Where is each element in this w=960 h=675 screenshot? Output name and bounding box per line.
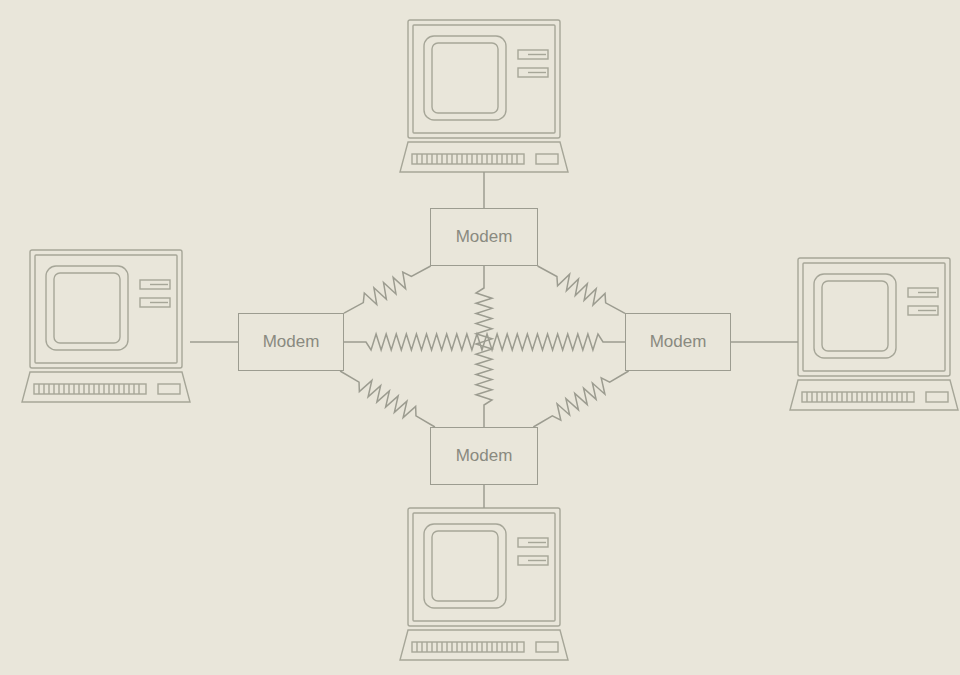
node-label: Modem	[456, 227, 513, 247]
modem-box: Modem	[430, 208, 538, 266]
computer-terminal	[400, 508, 568, 660]
modem-box: Modem	[430, 427, 538, 485]
zigzag-link	[538, 266, 625, 313]
zigzag-link	[476, 266, 492, 427]
modem-box: Modem	[238, 313, 344, 371]
modem-box: Modem	[625, 313, 731, 371]
terminal-cable	[483, 485, 485, 508]
terminal-cable	[730, 341, 798, 343]
node-label: Modem	[650, 332, 707, 352]
zigzag-link	[533, 371, 628, 427]
computer-terminal	[22, 250, 190, 402]
computer-terminal	[790, 258, 958, 410]
node-label: Modem	[263, 332, 320, 352]
terminal-cable	[483, 172, 485, 208]
computer-terminal	[400, 20, 568, 172]
zigzag-link	[344, 266, 431, 313]
terminal-cable	[190, 341, 238, 343]
zigzag-link	[340, 371, 435, 427]
node-label: Modem	[456, 446, 513, 466]
